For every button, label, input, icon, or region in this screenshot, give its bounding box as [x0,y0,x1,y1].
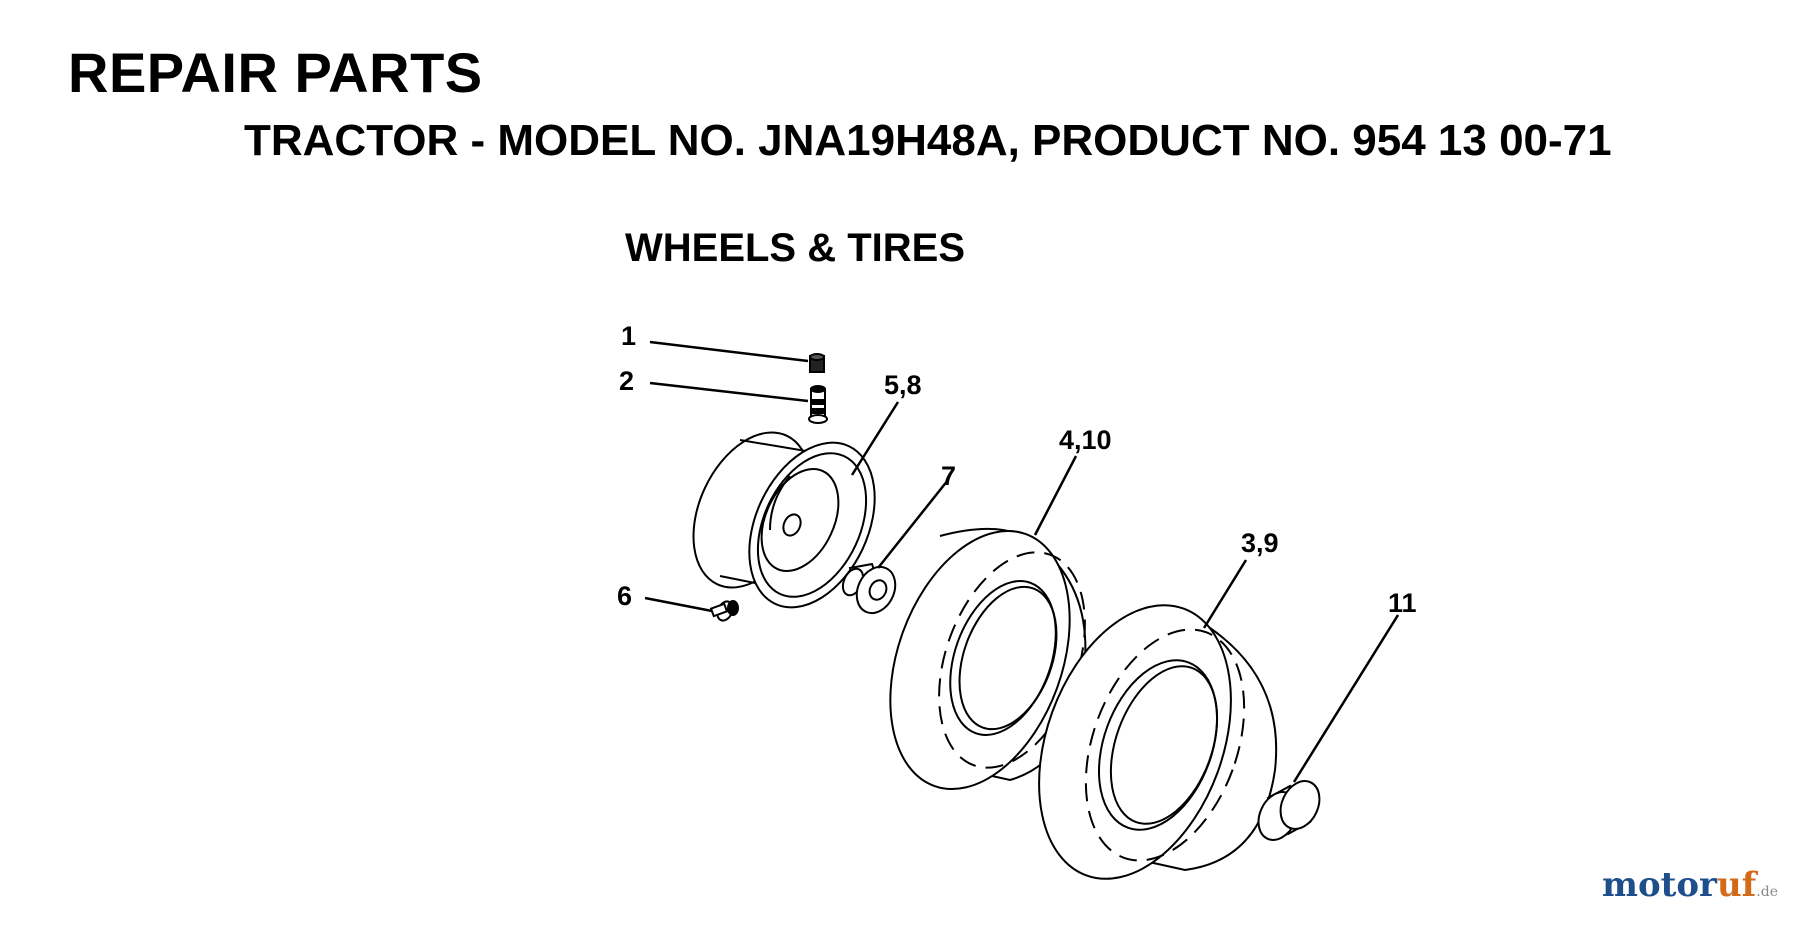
spacer-part [841,562,897,615]
model-subtitle: TRACTOR - MODEL NO. JNA19H48A, PRODUCT N… [244,116,1612,165]
callout-7: 7 [941,461,956,491]
hub-cap-part [1257,780,1321,841]
page-title: REPAIR PARTS [68,41,483,104]
callout-5-8: 5,8 [884,370,922,400]
callout-11: 11 [1388,588,1417,618]
callout-4-10: 4,10 [1059,425,1112,455]
valve-cap-part [809,353,825,373]
callout-2: 2 [619,366,634,396]
rear-tire-part [1038,604,1278,880]
rim-part [692,431,876,609]
section-title: WHEELS & TIRES [625,226,966,270]
callout-1: 1 [621,321,636,351]
callout-6: 6 [617,581,632,611]
front-tire-part [889,527,1087,791]
watermark-logo: motoruf.de [1601,865,1778,905]
lug-bolt-part [709,600,739,622]
callout-3-9: 3,9 [1241,528,1279,558]
leader-lines [644,340,1400,783]
valve-stem-part [808,385,828,424]
